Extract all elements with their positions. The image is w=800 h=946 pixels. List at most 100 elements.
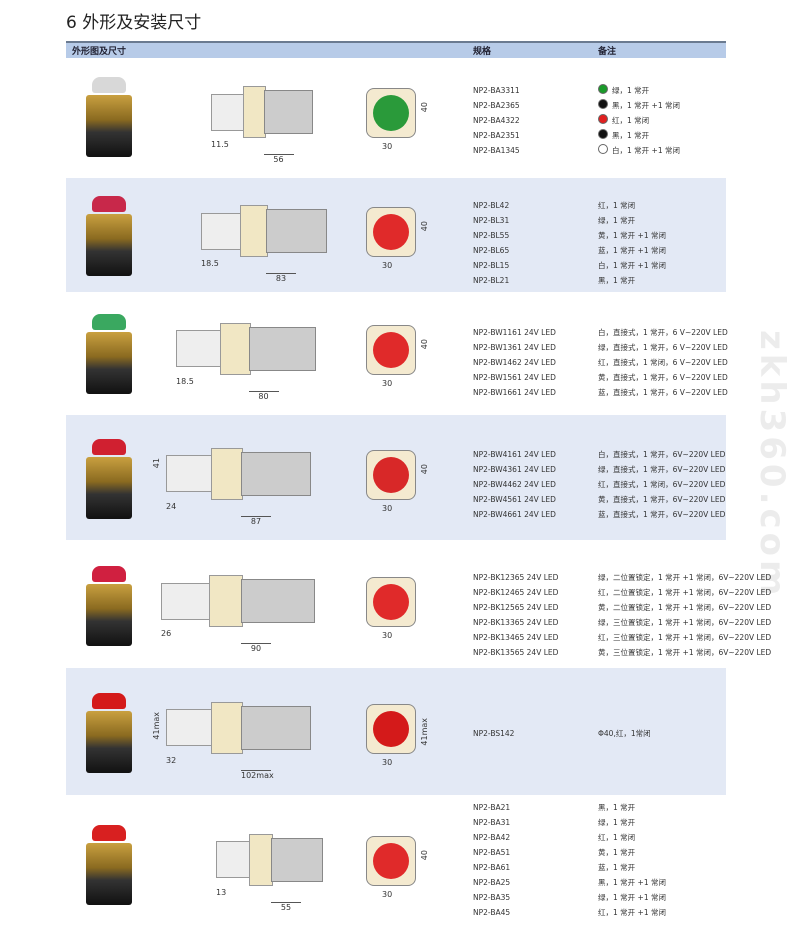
side-view-drawing (201, 205, 331, 257)
button-body (86, 456, 132, 519)
note-item: 红，二位置锁定，1 常开 +1 常闭，6V~220V LED (598, 585, 771, 600)
side-view-drawing (166, 447, 316, 500)
front-button-circle (373, 456, 409, 493)
note-text: 绿，直接式，1 常开，6 V~220V LED (598, 343, 728, 352)
note-item: 黄，二位置锁定，1 常开 +1 常闭，6V~220V LED (598, 600, 771, 615)
spec-item: NP2-BK12365 24V LED (473, 573, 559, 582)
product-photo (78, 308, 140, 398)
spec-item: NP2-BW1161 24V LED (473, 328, 556, 337)
spec-item: NP2-BA35 (473, 893, 511, 902)
side-view-drawing (216, 833, 326, 886)
note-item: 黑，1 常开 (598, 800, 666, 815)
note-list: 白，直接式，1 常开，6 V~220V LED 绿，直接式，1 常开，6 V~22… (598, 325, 728, 400)
spec-item: NP2-BA42 (473, 833, 511, 842)
spec-item: NP2-BW1661 24V LED (473, 388, 556, 397)
dim-length: 80 (248, 390, 279, 401)
spec-item: NP2-BA51 (473, 848, 511, 857)
button-color-icon (598, 144, 608, 154)
note-item: 绿，1 常开 +1 常闭 (598, 890, 666, 905)
note-text: 红，1 常闭 (598, 833, 636, 842)
spec-item: NP2-BS142 (473, 729, 515, 738)
spec-item: NP2-BL15 (473, 261, 510, 270)
note-item: 绿，1 常开 (598, 815, 666, 830)
note-list: 黑，1 常开绿，1 常开红，1 常闭黄，1 常开蓝，1 常开黑，1 常开 +1 … (598, 800, 666, 920)
note-item: 绿，二位置锁定，1 常开 +1 常闭，6V~220V LED (598, 570, 771, 585)
spec-item: NP2-BA45 (473, 908, 511, 917)
spec-item: NP2-BK13465 24V LED (473, 633, 559, 642)
button-cap (92, 313, 126, 330)
spec-item: NP2-BW4462 24V LED (473, 480, 556, 489)
dim-depth-front: 32 (166, 755, 177, 765)
front-button-circle (373, 710, 409, 747)
note-text: 红，二位置锁定，1 常开 +1 常闭，6V~220V LED (598, 588, 772, 597)
note-text: 白，直接式，1 常开，6 V~220V LED (598, 328, 728, 337)
dim-width: 30 (382, 378, 393, 388)
spec-item: NP2-BA31 (473, 818, 511, 827)
section-title: 6 外形及安装尺寸 (66, 13, 202, 33)
front-view-drawing (366, 324, 416, 375)
button-body (86, 331, 132, 394)
note-item: 蓝，1 常开 +1 常闭 (598, 243, 666, 258)
button-cap (92, 196, 126, 212)
button-color-icon (598, 129, 608, 139)
note-text: 黑，1 常开 (598, 803, 636, 812)
dim-length: 90 (241, 643, 271, 653)
spec-item: NP2-BA25 (473, 878, 511, 887)
button-cap (92, 692, 126, 709)
note-text: 黑，1 常开 +1 常闭 (612, 101, 680, 110)
dim-height: 40 (420, 221, 429, 232)
note-text: 黑，1 常开 +1 常闭 (598, 878, 666, 887)
spec-item: NP2-BW1361 24V LED (473, 343, 556, 352)
side-view-drawing (166, 701, 316, 754)
note-item: 黄，直接式，1 常开，6V~220V LED (598, 492, 725, 507)
dim-depth-front: 18.5 (201, 259, 219, 268)
button-cap (92, 438, 126, 455)
note-item: 红，1 常闭 (598, 113, 680, 128)
button-body (86, 584, 132, 646)
front-button-circle (373, 331, 409, 368)
dim-width: 30 (382, 503, 393, 513)
note-text: 绿，1 常开 +1 常闭 (598, 893, 666, 902)
note-item: 绿，三位置锁定，1 常开 +1 常闭，6V~220V LED (598, 615, 771, 630)
dim-height: 40 (420, 338, 429, 349)
note-text: 黑，1 常开 (598, 276, 636, 285)
note-item: 绿，1 常开 (598, 83, 680, 98)
note-item: 黑，1 常开 (598, 273, 666, 288)
note-text: 黄，二位置锁定，1 常开 +1 常闭，6V~220V LED (598, 603, 772, 612)
note-text: 红，1 常开 +1 常闭 (598, 908, 666, 917)
spec-item: NP2-BL31 (473, 216, 510, 225)
front-button-circle (373, 95, 409, 131)
note-text: 黄，1 常开 (598, 848, 636, 857)
button-cap (92, 824, 126, 841)
product-photo (78, 687, 140, 777)
dim-length: 55 (271, 901, 301, 912)
button-body (86, 214, 132, 276)
note-item: 蓝，1 常开 (598, 860, 666, 875)
spec-item: NP2-BW4561 24V LED (473, 495, 556, 504)
note-text: 红，直接式，1 常闭，6V~220V LED (598, 480, 726, 489)
product-photo (78, 819, 140, 909)
front-view-drawing (366, 835, 416, 886)
note-item: 红，1 常开 +1 常闭 (598, 905, 666, 920)
spec-item: NP2-BA2351 (473, 131, 520, 140)
dim-diameter: 41 (152, 457, 161, 468)
note-item: 黑，1 常开 (598, 128, 680, 143)
note-text: 绿，二位置锁定，1 常开 +1 常闭，6V~220V LED (598, 573, 772, 582)
note-item: 黄，1 常开 +1 常闭 (598, 228, 666, 243)
spec-item: NP2-BA61 (473, 863, 511, 872)
dim-width: 30 (382, 889, 393, 899)
note-item: 黄，直接式，1 常开，6 V~220V LED (598, 370, 728, 385)
dim-height: 41max (420, 717, 429, 746)
note-item: 白，1 常开 +1 常闭 (598, 258, 666, 273)
note-item: 黑，1 常开 +1 常闭 (598, 98, 680, 113)
side-view-drawing (161, 575, 321, 627)
button-color-icon (598, 99, 608, 109)
spec-item: NP2-BK12565 24V LED (473, 603, 559, 612)
dim-depth-front: 24 (166, 501, 177, 511)
note-item: 白，1 常开 +1 常闭 (598, 143, 680, 158)
